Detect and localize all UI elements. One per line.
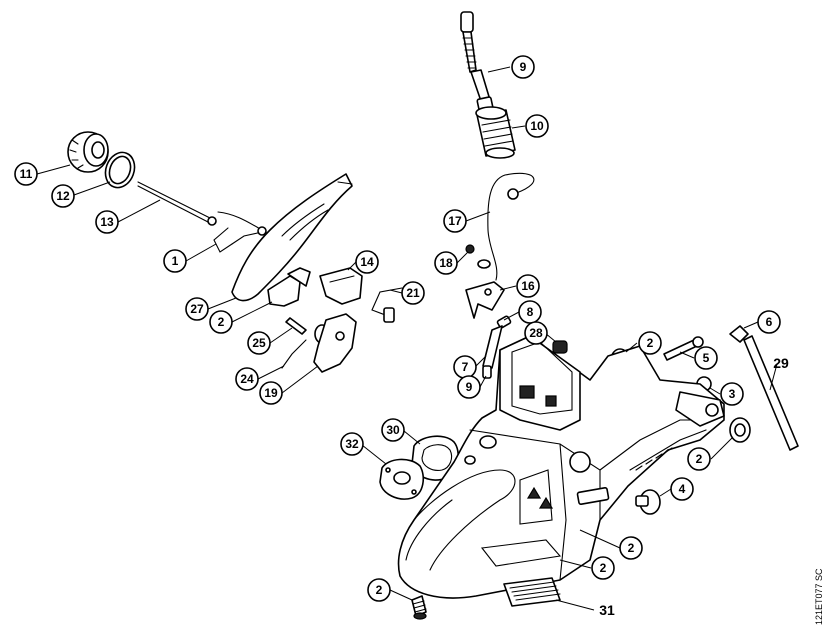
callout-11: 10 bbox=[525, 114, 549, 138]
pin-part bbox=[285, 317, 307, 335]
callout-13: 12 bbox=[51, 184, 75, 208]
bracket-part bbox=[465, 281, 505, 319]
bottom-screw-part bbox=[411, 595, 427, 620]
callout-16: 14 bbox=[355, 250, 379, 274]
svg-text:6: 6 bbox=[766, 315, 773, 329]
callout-3: 3 bbox=[720, 382, 744, 406]
svg-text:30: 30 bbox=[386, 423, 400, 437]
callout-10: 9 bbox=[511, 55, 535, 79]
callout-24: 24 bbox=[235, 367, 259, 391]
svg-text:9: 9 bbox=[520, 60, 527, 74]
svg-text:2: 2 bbox=[600, 561, 607, 575]
svg-text:9: 9 bbox=[466, 380, 473, 394]
svg-text:8: 8 bbox=[527, 305, 534, 319]
screw-part bbox=[465, 244, 491, 269]
callout-6: 5 bbox=[694, 346, 718, 370]
svg-text:1: 1 bbox=[172, 254, 179, 268]
svg-text:27: 27 bbox=[190, 302, 204, 316]
svg-text:14: 14 bbox=[360, 255, 374, 269]
callout-19: 18 bbox=[434, 251, 458, 275]
seal-ring-part bbox=[104, 151, 136, 189]
svg-text:32: 32 bbox=[345, 437, 359, 451]
callout-32: 32 bbox=[340, 432, 364, 456]
svg-text:2: 2 bbox=[628, 541, 635, 555]
pad-part bbox=[503, 577, 561, 607]
throttle-trigger-part bbox=[319, 267, 363, 305]
svg-text:4: 4 bbox=[679, 482, 686, 496]
callout-2-handle: 2 bbox=[209, 310, 233, 334]
annular-buffer-part bbox=[729, 417, 751, 443]
impulse-hose-part bbox=[482, 315, 512, 379]
handle-molding-part bbox=[231, 173, 353, 302]
callout-2-screw: 2 bbox=[367, 578, 391, 602]
label-29: 29 bbox=[773, 355, 789, 371]
callout-1: 1 bbox=[163, 249, 187, 273]
trigger-guard-part bbox=[267, 267, 311, 307]
svg-text:10: 10 bbox=[530, 119, 544, 133]
callout-4: 4 bbox=[670, 477, 694, 501]
strap-part bbox=[137, 181, 217, 226]
callout-7: 6 bbox=[757, 310, 781, 334]
leader-lines bbox=[36, 66, 778, 611]
svg-text:21: 21 bbox=[406, 286, 420, 300]
callout-9-bottom: 9 bbox=[457, 375, 481, 399]
svg-text:18: 18 bbox=[439, 256, 453, 270]
svg-text:2: 2 bbox=[696, 452, 703, 466]
callout-2-washer: 2 bbox=[638, 331, 662, 355]
fuel-filter-part bbox=[475, 106, 516, 159]
svg-text:13: 13 bbox=[100, 215, 114, 229]
callout-5: 2 bbox=[619, 536, 643, 560]
svg-text:5: 5 bbox=[703, 351, 710, 365]
svg-text:28: 28 bbox=[529, 326, 543, 340]
svg-text:24: 24 bbox=[240, 372, 254, 386]
svg-text:2: 2 bbox=[647, 336, 654, 350]
filler-cap-part bbox=[67, 131, 109, 173]
svg-text:2: 2 bbox=[218, 315, 225, 329]
plug-part bbox=[635, 489, 661, 515]
svg-text:3: 3 bbox=[729, 387, 736, 401]
svg-text:19: 19 bbox=[264, 386, 278, 400]
callout-21: 19 bbox=[259, 381, 283, 405]
callout-25: 25 bbox=[247, 331, 271, 355]
svg-text:16: 16 bbox=[521, 279, 535, 293]
fuel-hose-part bbox=[460, 11, 494, 112]
ground-wire-part bbox=[487, 172, 535, 281]
svg-text:25: 25 bbox=[252, 336, 266, 350]
bolt-part bbox=[663, 336, 704, 361]
callout-18: 17 bbox=[443, 209, 467, 233]
svg-text:17: 17 bbox=[448, 214, 462, 228]
callout-14: 13 bbox=[95, 210, 119, 234]
callout-9-top: 8 bbox=[518, 300, 542, 324]
throttle-rod-part bbox=[371, 287, 403, 323]
grommet-part bbox=[552, 340, 568, 354]
callout-12: 11 bbox=[14, 162, 38, 186]
drawing-reference: 121ET077 SC bbox=[814, 568, 824, 625]
torsion-spring-part bbox=[281, 339, 307, 369]
svg-text:12: 12 bbox=[56, 189, 70, 203]
sleeve-part bbox=[729, 325, 749, 343]
handle-bar-part bbox=[743, 335, 799, 451]
callout-2-buffer: 2 bbox=[687, 447, 711, 471]
svg-text:11: 11 bbox=[20, 167, 33, 181]
callout-27: 27 bbox=[185, 297, 209, 321]
interlock-lever-part bbox=[313, 313, 357, 373]
callout-2-bottom-right: 2 bbox=[591, 556, 615, 580]
callout-30: 30 bbox=[381, 418, 405, 442]
spring-clip-part bbox=[213, 211, 267, 253]
callout-23: 21 bbox=[401, 281, 425, 305]
svg-text:7: 7 bbox=[462, 360, 469, 374]
callout-17: 16 bbox=[516, 274, 540, 298]
crankcase-housing-part bbox=[397, 335, 725, 599]
label-31: 31 bbox=[599, 602, 615, 618]
callout-8: 7 bbox=[453, 355, 477, 379]
svg-text:2: 2 bbox=[376, 583, 383, 597]
callout-28: 28 bbox=[524, 321, 548, 345]
gasket-32-part bbox=[379, 458, 425, 500]
